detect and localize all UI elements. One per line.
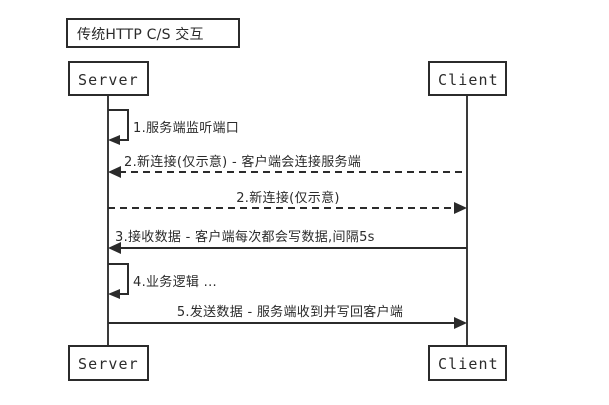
message-5-arrowhead xyxy=(454,317,467,329)
diagram-title: 传统HTTP C/S 交互 xyxy=(66,18,240,48)
title-label: 传统HTTP C/S 交互 xyxy=(77,26,204,43)
participant-label-server-bottom: Server xyxy=(78,355,139,373)
message-1-path xyxy=(108,109,129,141)
participant-server-bottom[interactable]: Server xyxy=(68,345,149,381)
message-2b-label: 2.新连接(仅示意) xyxy=(236,190,340,206)
message-4-arrowhead xyxy=(108,289,120,299)
message-2-label: 2.新连接(仅示意) - 客户端会连接服务端 xyxy=(124,154,361,170)
message-2b-arrowhead xyxy=(454,202,467,214)
message-3-arrowhead xyxy=(108,242,121,254)
title-box xyxy=(66,18,240,48)
message-2b-server-to-client[interactable]: 2.新连接(仅示意) xyxy=(108,190,467,214)
message-4-self-loop[interactable]: 4.业务逻辑 ... xyxy=(108,263,217,299)
message-5-label: 5.发送数据 - 服务端收到并写回客户端 xyxy=(177,304,403,320)
message-3-label: 3.接收数据 - 客户端每次都会写数据,间隔5s xyxy=(115,229,375,245)
message-1-arrowhead xyxy=(108,135,120,145)
message-4-label: 4.业务逻辑 ... xyxy=(133,274,217,290)
participant-box-client-top xyxy=(428,61,507,96)
message-1-label: 1.服务端监听端口 xyxy=(133,120,239,136)
participant-label-client-top: Client xyxy=(438,71,499,89)
participant-client-top[interactable]: Client xyxy=(428,61,507,96)
message-2-client-to-server[interactable]: 2.新连接(仅示意) - 客户端会连接服务端 xyxy=(108,154,467,178)
message-5-server-to-client[interactable]: 5.发送数据 - 服务端收到并写回客户端 xyxy=(108,304,467,329)
participant-box-client-bottom xyxy=(428,345,507,381)
participant-box-server-top xyxy=(68,61,149,96)
message-1-self-loop[interactable]: 1.服务端监听端口 xyxy=(108,109,239,145)
participant-label-client-bottom: Client xyxy=(438,355,499,373)
participant-server-top[interactable]: Server xyxy=(68,61,149,96)
participant-client-bottom[interactable]: Client xyxy=(428,345,507,381)
participant-label-server-top: Server xyxy=(78,71,139,89)
message-2-arrowhead xyxy=(108,166,121,178)
message-3-client-to-server[interactable]: 3.接收数据 - 客户端每次都会写数据,间隔5s xyxy=(108,229,467,254)
message-4-path xyxy=(108,263,129,295)
participant-box-server-bottom xyxy=(68,345,149,381)
